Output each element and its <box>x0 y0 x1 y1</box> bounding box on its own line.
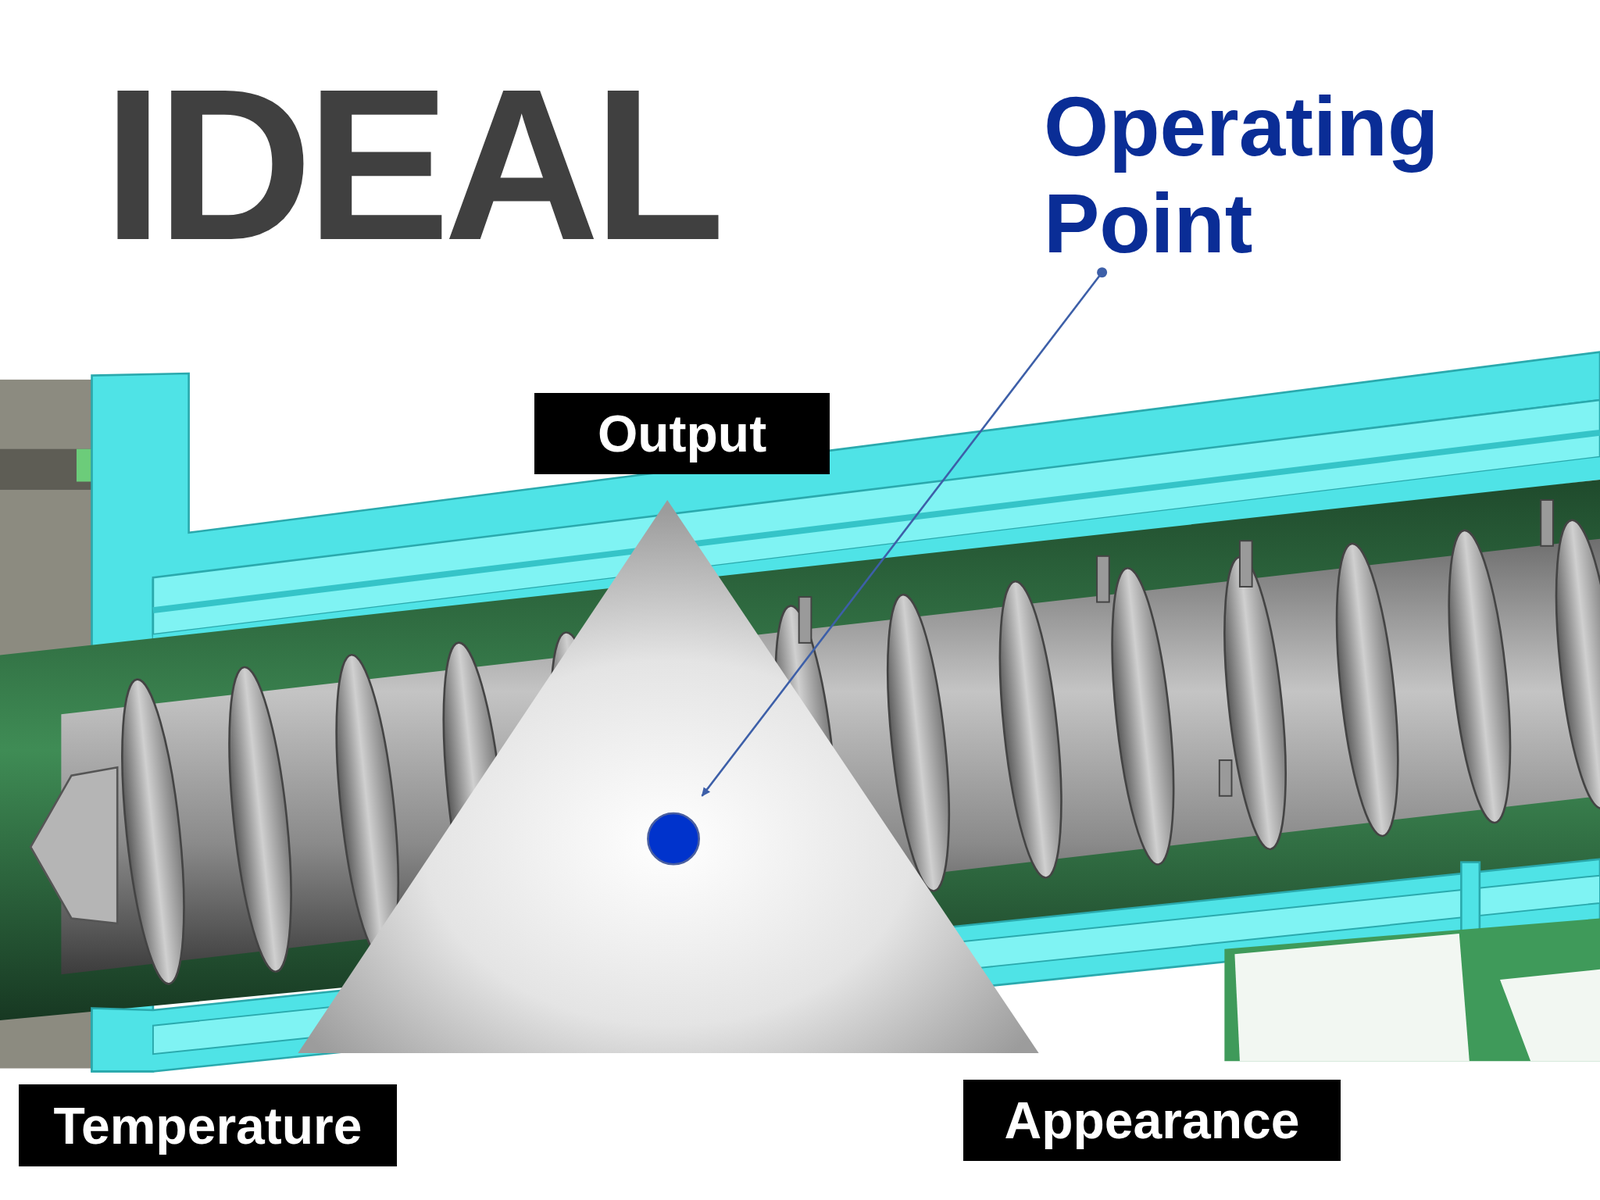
title: IDEAL <box>103 46 719 282</box>
barrel-pins <box>799 500 1554 797</box>
vertex-label: Temperature <box>53 1096 363 1156</box>
operating-point-dot <box>647 813 699 865</box>
vertex-label: Output <box>597 403 767 464</box>
vertex-label-box: Appearance <box>963 1079 1341 1161</box>
callout-label: Operating Point <box>1043 78 1482 272</box>
vertex-label-box: Output <box>534 392 830 475</box>
screw-tip <box>30 767 118 924</box>
support-gap <box>1500 969 1600 1062</box>
support-block <box>1224 918 1600 1062</box>
vertex-label: Appearance <box>1004 1090 1300 1150</box>
vertex-label-box: Temperature <box>18 1084 397 1167</box>
support-gap <box>1234 933 1469 1061</box>
leader-line <box>702 272 1103 797</box>
triangle <box>297 500 1039 1054</box>
